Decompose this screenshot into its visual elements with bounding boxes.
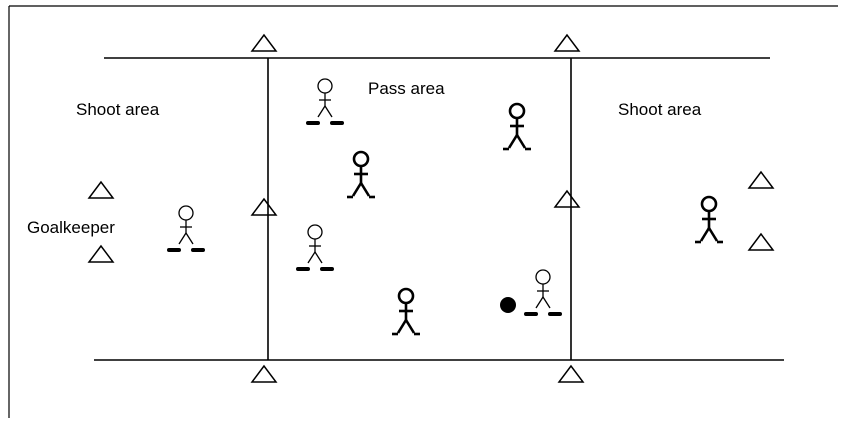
- player-icon: [306, 78, 344, 125]
- player-icon: [503, 102, 531, 151]
- cone-icon: [250, 33, 278, 52]
- player-icon: [524, 269, 562, 316]
- shoot-area-left-label: Shoot area: [76, 100, 160, 119]
- cone-icon: [87, 244, 115, 263]
- cone-icon: [553, 33, 581, 52]
- ball-icon: [500, 297, 516, 313]
- cone-icon: [747, 232, 775, 251]
- cone-icon: [250, 197, 278, 216]
- shoot-area-right-label: Shoot area: [618, 100, 702, 119]
- cone-icon: [250, 364, 278, 383]
- cone-icon: [747, 170, 775, 189]
- cone-icon: [553, 189, 581, 208]
- player-icon: [347, 150, 375, 199]
- pass-area-label: Pass area: [368, 79, 445, 98]
- goalkeeper-label: Goalkeeper: [27, 218, 115, 237]
- player-icon: [296, 224, 334, 271]
- player-icon: [695, 195, 723, 244]
- cone-icon: [557, 364, 585, 383]
- player-icon: [167, 205, 205, 252]
- player-icon: [392, 287, 420, 336]
- cone-icon: [87, 180, 115, 199]
